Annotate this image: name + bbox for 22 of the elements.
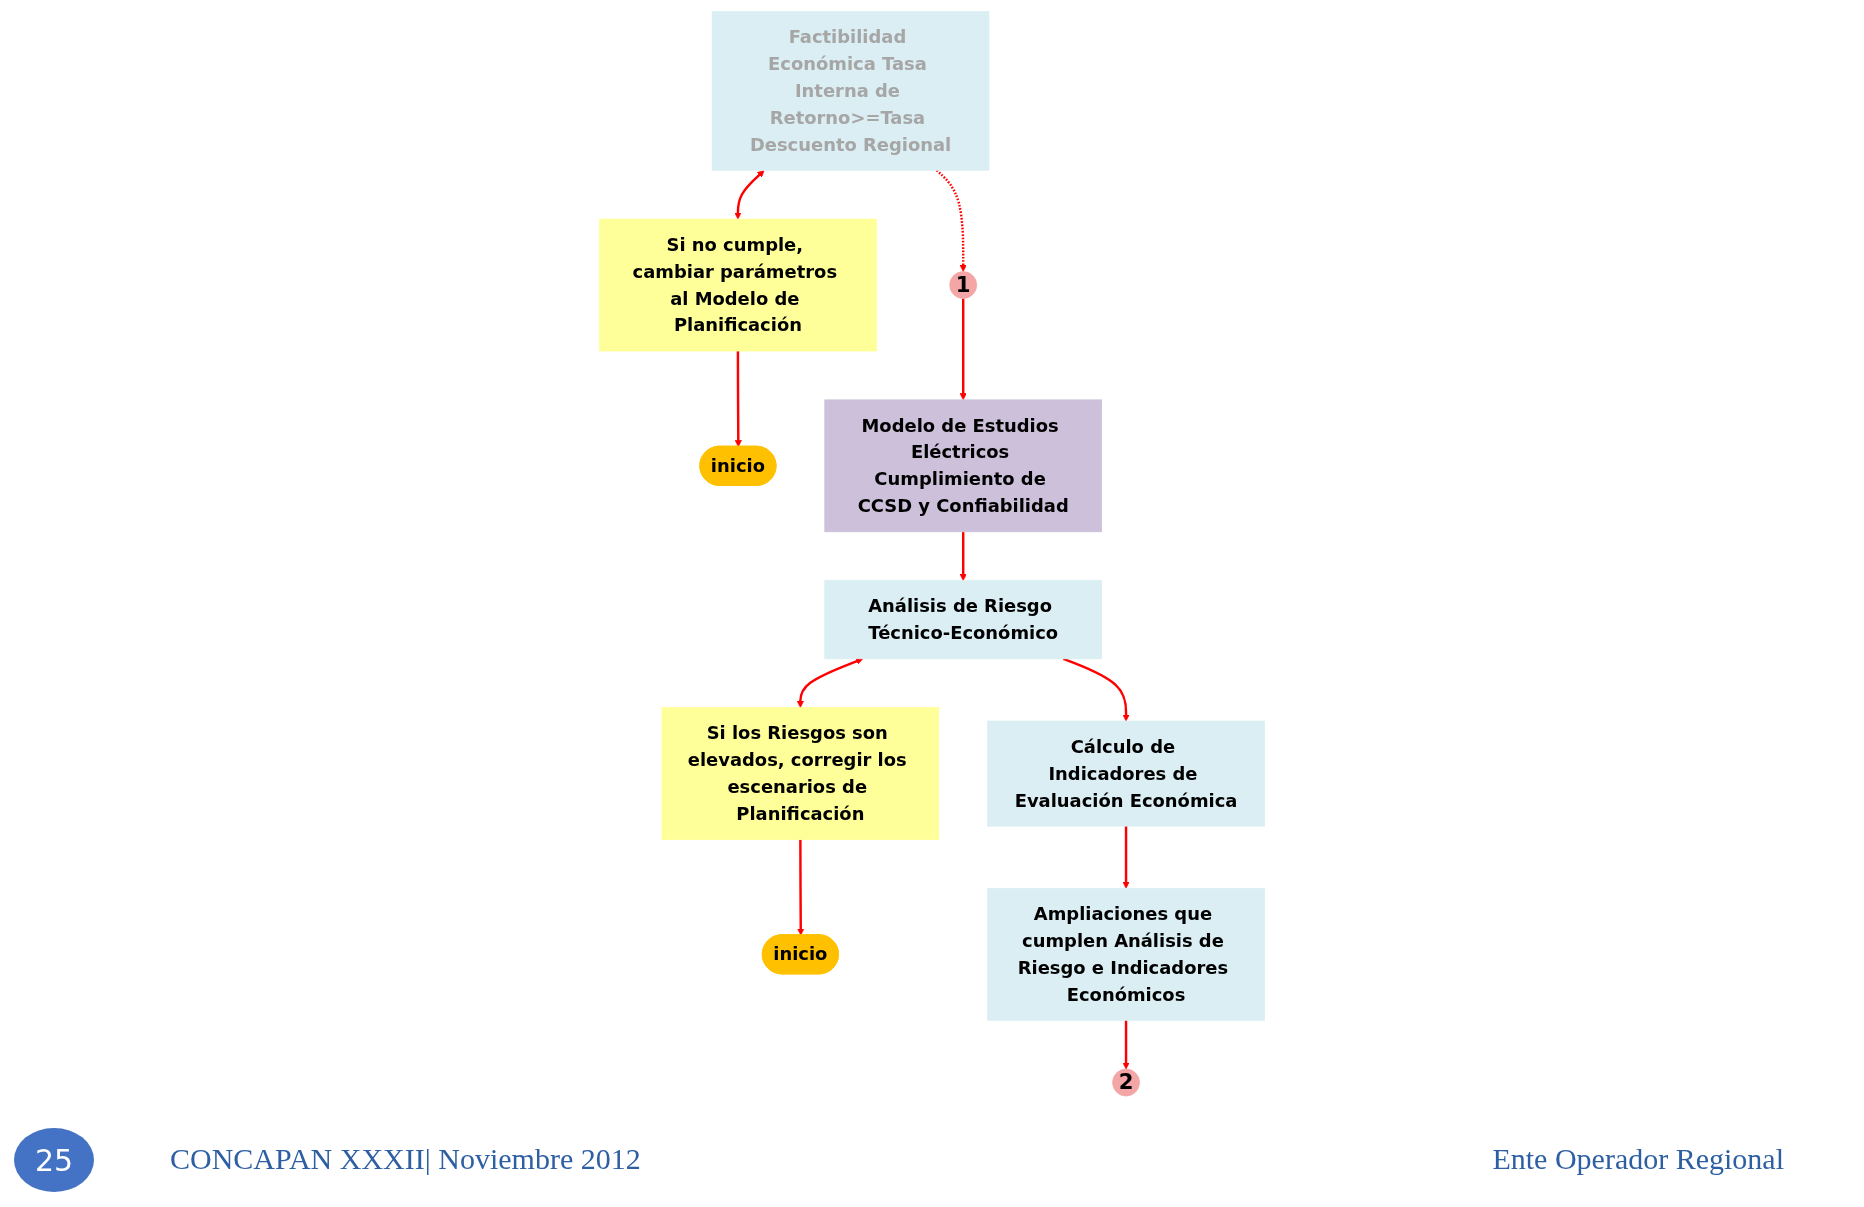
node-box: Si no cumple, cambiar parámetros al Modelo de Planificación [599, 218, 877, 352]
arrow [734, 170, 765, 220]
arrow [734, 351, 742, 447]
node-box: Cálculo de Indicadores de Evaluación Económica [987, 720, 1265, 827]
footer-text: CONCAPAN XXXII| Noviembre 2012 [170, 1142, 641, 1176]
node-box: Análisis de Riesgo Técnico-Económico [824, 580, 1103, 660]
node-box: Si los Riesgos son elevados, corregir los escenarios de Planificación [661, 707, 940, 840]
node-circle: 2 [1112, 1068, 1140, 1097]
node-circle: 1 [949, 271, 978, 299]
arrow [1122, 826, 1130, 889]
node-box: Ampliaciones que cumplen Análisis de Riesgo e Indicadores Económicos [987, 887, 1265, 1021]
arrow [959, 531, 967, 581]
footer-text: Ente Operador Regional [1492, 1142, 1784, 1176]
node-box: Modelo de Estudios Eléctricos Cumplimiento de CCSD y Confiabilidad [824, 399, 1103, 533]
arrow [959, 298, 967, 401]
arrow [1122, 1020, 1130, 1070]
node-box: Factibilidad Económica Tasa Interna de Retorno>=Tasa Descuento Regional [711, 11, 990, 171]
arrow [935, 169, 967, 272]
page-number: 25 [14, 1128, 94, 1192]
arrow [1063, 657, 1130, 722]
arrow [797, 839, 805, 936]
arrow [796, 657, 864, 708]
